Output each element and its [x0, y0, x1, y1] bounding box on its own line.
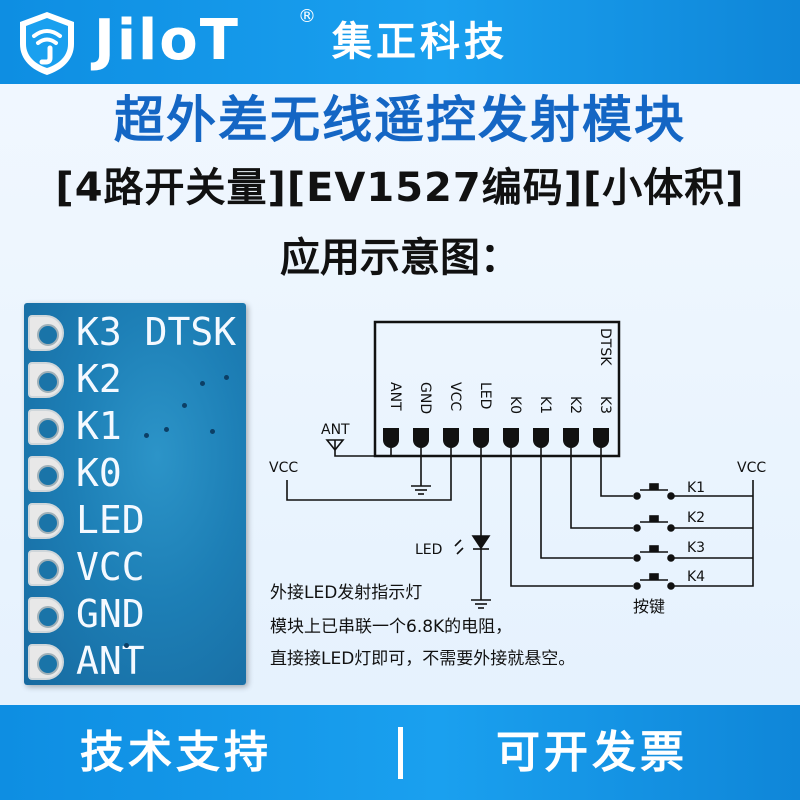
- chip-pin-pad: [383, 428, 399, 448]
- key-label: K2: [687, 510, 705, 526]
- via-dot: [182, 403, 187, 408]
- chip-label: DTSK: [597, 328, 613, 366]
- keys-caption: 按键: [633, 597, 665, 616]
- chip-pin-pad: [443, 428, 459, 448]
- schematic-diagram: ANT GND VCC LED K0 K1 K2 K3 DTSK: [269, 320, 766, 616]
- led-diode-icon: [471, 535, 491, 550]
- vcc-right-label: VCC: [737, 460, 766, 476]
- light-arrow-icon: [454, 539, 462, 547]
- chip-pin-pad: [563, 428, 579, 448]
- via-dot: [124, 643, 129, 648]
- chip-pin-label: K1: [537, 396, 553, 414]
- diagram-subtitle: 应用示意图：: [280, 235, 520, 281]
- registered-mark: ®: [298, 6, 316, 27]
- module-pin-row: LED: [24, 497, 246, 543]
- chip-pin-label: K0: [507, 396, 523, 414]
- footer-banner: 技术支持 可开发票: [0, 705, 800, 800]
- note-line: 模块上已串联一个6.8K的电阻，: [270, 617, 513, 637]
- module-pin-row: K3 DTSK: [24, 309, 246, 355]
- chip-pin-pad: [593, 428, 609, 448]
- via-dot: [224, 375, 229, 380]
- shield-wifi-logo-icon: [20, 12, 74, 75]
- module-pin-label: VCC: [76, 545, 145, 589]
- chip-pin-pad: [533, 428, 549, 448]
- chip-pin-pad: [473, 428, 489, 448]
- module-pin-label: LED: [76, 498, 145, 542]
- module-board-photo: K3 DTSK K2 K1 K0 LED VCC GND ANT: [24, 303, 246, 685]
- brand-name: JiloT: [94, 8, 240, 73]
- module-pin-row: VCC: [24, 544, 246, 590]
- module-pin-row: GND: [24, 591, 246, 637]
- chip-body: [373, 320, 621, 458]
- module-pin-label: K1: [76, 404, 122, 448]
- module-pin-label: GND: [76, 592, 145, 636]
- solder-pad-icon: [28, 550, 64, 586]
- module-pin-row: K1: [24, 403, 246, 449]
- invoice-label: 可开发票: [496, 727, 688, 778]
- module-pin-row: ANT: [24, 638, 246, 684]
- solder-pad-icon: [28, 597, 64, 633]
- header-banner: JiloT ® 集正科技: [0, 0, 800, 84]
- chip-pin-label: LED: [477, 382, 493, 409]
- ant-wire: [334, 440, 392, 457]
- feature-tags: [4路开关量][EV1527编码][小体积]: [55, 165, 745, 211]
- via-dot: [164, 427, 169, 432]
- solder-pad-icon: [28, 456, 64, 492]
- solder-pad-icon: [28, 409, 64, 445]
- via-dot: [200, 381, 205, 386]
- key-label: K3: [687, 540, 705, 556]
- led-label: LED: [415, 542, 442, 558]
- ant-label: ANT: [321, 422, 350, 438]
- chip-pin-label: VCC: [447, 382, 463, 411]
- module-pin-row: K0: [24, 450, 246, 496]
- module-pin-label: K2: [76, 357, 122, 401]
- module-pin-label: K3 DTSK: [76, 310, 237, 354]
- chip-pin-label: K2: [567, 396, 583, 414]
- chip-pin-pad: [503, 428, 519, 448]
- key-label: K4: [687, 569, 705, 585]
- antenna-icon: [325, 439, 345, 452]
- tech-support-label: 技术支持: [80, 727, 272, 778]
- chip-pin-label: GND: [417, 382, 433, 414]
- via-dot: [144, 433, 149, 438]
- solder-pad-icon: [28, 644, 64, 680]
- module-pin-label: ANT: [76, 639, 145, 683]
- via-dot: [210, 429, 215, 434]
- module-pin-row: K2: [24, 356, 246, 402]
- key-label: K1: [687, 480, 705, 496]
- solder-pad-icon: [28, 362, 64, 398]
- chip-pin-label: ANT: [387, 382, 403, 411]
- note-line: 直接接LED灯即可，不需要外接就悬空。: [270, 649, 576, 669]
- chip-pin-pad: [413, 428, 429, 448]
- page-title: 超外差无线遥控发射模块: [114, 91, 686, 149]
- solder-pad-icon: [28, 315, 64, 351]
- module-pin-label: K0: [76, 451, 122, 495]
- footer-divider: [398, 727, 403, 779]
- note-line: 外接LED发射指示灯: [270, 583, 423, 603]
- solder-pad-icon: [28, 503, 64, 539]
- company-name: 集正科技: [332, 19, 508, 65]
- chip-pin-label: K3: [597, 396, 613, 414]
- vcc-left-label: VCC: [269, 460, 298, 476]
